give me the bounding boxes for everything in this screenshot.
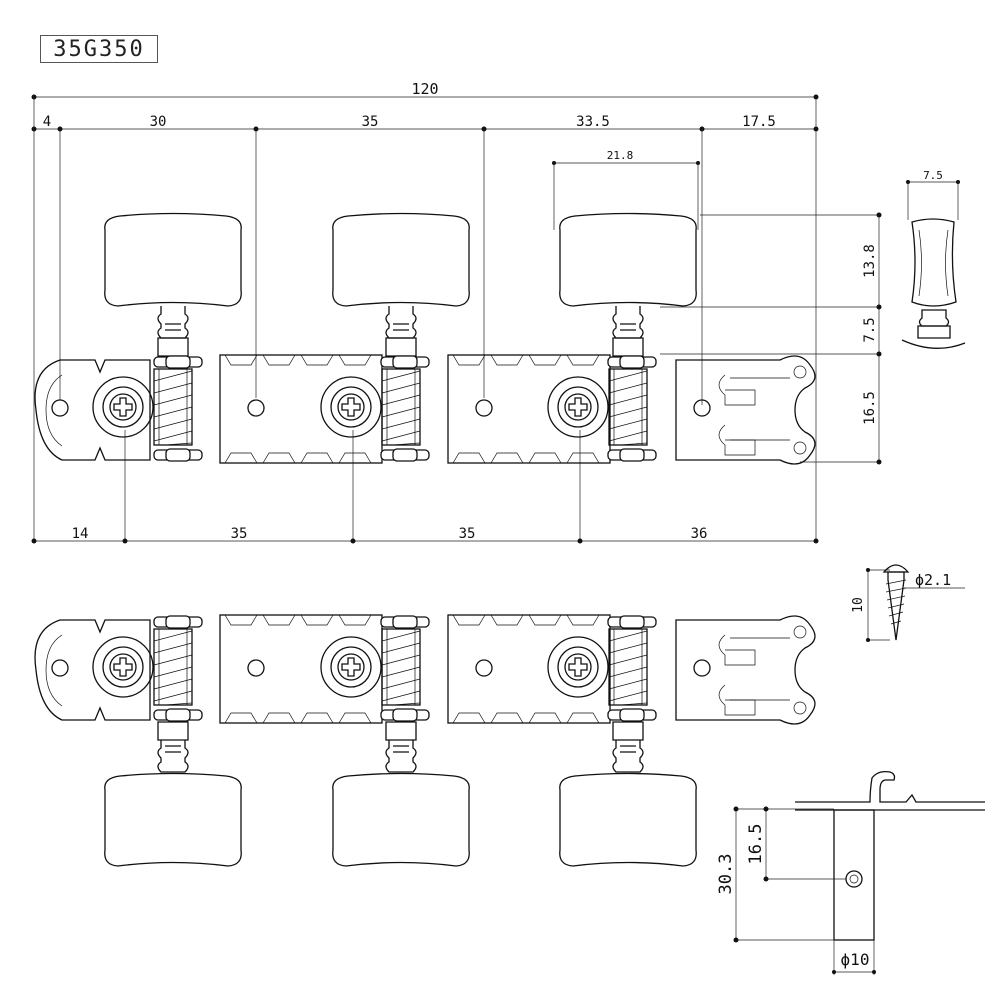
dim-plate-height-label: 16.5 (862, 391, 878, 425)
knob-bottom-2 (332, 772, 470, 867)
bottom-plate (34, 614, 816, 725)
dim-bottom-seg2-label: 35 (231, 526, 248, 542)
roller-hole-height-label: 16.5 (746, 824, 766, 865)
top-worms (153, 368, 648, 446)
knob-top-3 (559, 212, 697, 307)
dim-bottom-seg3-label: 35 (459, 526, 476, 542)
dim-seg5-label: 17.5 (742, 114, 776, 130)
dim-bottom-seg1-label: 14 (72, 526, 89, 542)
dim-total-label: 120 (411, 80, 438, 98)
roller-total-height-label: 30.3 (716, 854, 736, 895)
dim-bottom-seg4-label: 36 (691, 526, 708, 542)
roller-detail: 30.3 16.5 ϕ10 (716, 770, 985, 975)
bottom-gears (92, 636, 609, 698)
dim-knob-thickness-label: 7.5 (923, 169, 943, 182)
screw-length-label: 10 (851, 597, 866, 613)
top-tuner-knobs (104, 212, 697, 307)
top-plate (34, 354, 816, 465)
bottom-shafts (157, 721, 644, 773)
roller-diameter-label: ϕ10 (841, 950, 870, 969)
screw-detail: 10 ϕ2.1 (851, 564, 965, 642)
knob-bottom-3 (559, 772, 697, 867)
dim-shaft-height-label: 7.5 (862, 317, 878, 342)
knob-bottom-1 (104, 772, 242, 867)
bottom-worms (153, 628, 648, 706)
top-gears (92, 376, 609, 438)
dim-seg3-label: 35 (362, 114, 379, 130)
model-number: 35G350 (40, 35, 158, 63)
dim-seg2-label: 30 (150, 114, 167, 130)
dim-knob-width-label: 21.8 (607, 149, 634, 162)
knob-side-view: 7.5 (901, 169, 966, 349)
dim-seg4-label: 33.5 (576, 114, 610, 130)
knob-top-1 (104, 212, 242, 307)
dim-seg1-label: 4 (43, 114, 51, 130)
top-shafts (157, 306, 644, 357)
bottom-tuner-knobs (104, 772, 697, 867)
knob-top-2 (332, 212, 470, 307)
dim-knob-height-label: 13.8 (862, 244, 878, 278)
screw-diameter-label: ϕ2.1 (915, 571, 951, 589)
